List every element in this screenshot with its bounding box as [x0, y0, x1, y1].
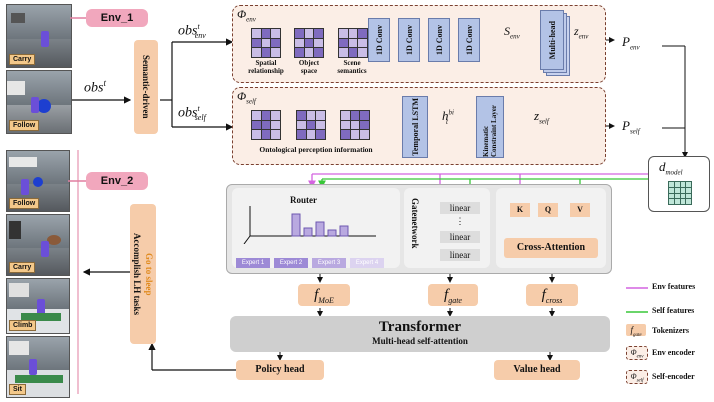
expert-3: Expert 3: [312, 258, 346, 268]
go-to-sleep-label: Go to sleep: [144, 252, 154, 296]
thumb-label: Sit: [9, 384, 26, 395]
legend-env-encoder: Env encoder: [652, 348, 695, 357]
kinematic-constraint-block: Kinematic Constraint Layer: [476, 96, 504, 158]
thumb-sit: Sit: [6, 336, 70, 398]
legend-self-encoder-swatch: Φself: [626, 370, 648, 384]
legend-env-features: Env features: [652, 282, 696, 291]
legend-tokenizers: Tokenizers: [652, 326, 690, 335]
semantic-driven-block: Semantic-driven: [134, 40, 158, 134]
thumb-label: Carry: [9, 262, 36, 273]
z-env-label: zenv: [574, 24, 589, 41]
f-cross-tokenizer: fcross: [526, 284, 578, 306]
thumb-label: Follow: [9, 120, 40, 131]
expert-1: Expert 1: [236, 258, 270, 268]
legend-self-encoder: Self-encoder: [652, 372, 695, 381]
env-2-label: Env_2: [86, 172, 148, 190]
f-moe-tokenizer: fMoE: [298, 284, 350, 306]
legend-self-features: Self features: [652, 306, 695, 315]
accomplish-label: Accomplish LH tasks: [132, 232, 142, 315]
conv-block: 1D Conv: [458, 18, 480, 62]
cross-attention-box: Cross-Attention: [504, 238, 598, 258]
policy-head: Policy head: [236, 360, 324, 380]
phi-env-label: Φenv: [237, 7, 256, 24]
scene-grid-icon: [338, 28, 368, 58]
router-label: Router: [290, 195, 317, 205]
self-grid-icon: [296, 110, 326, 140]
transformer-subtitle: Multi-head self-attention: [372, 336, 468, 346]
grid-caption: Spatial relationship: [248, 59, 284, 75]
obs-env-label: obstenv: [178, 22, 206, 41]
expert-2: Expert 2: [274, 258, 308, 268]
thumb-label: Carry: [9, 54, 36, 65]
multi-head-stack: Multi-head: [540, 10, 570, 76]
linear-item: linear: [440, 231, 480, 243]
self-grid-icon: [340, 110, 370, 140]
thumb-follow-2: Follow: [6, 150, 70, 212]
conv-block: 1D Conv: [428, 18, 450, 62]
f-gate-tokenizer: fgate: [428, 284, 478, 306]
legend-env-encoder-swatch: Φenv: [626, 346, 648, 360]
legend-tokenizer-swatch: fgate: [626, 324, 646, 338]
p-env-label: Penv: [622, 34, 640, 52]
expert-4: Expert 4: [350, 258, 384, 268]
obs-t-label: obst: [84, 78, 106, 96]
k-box: K: [510, 203, 530, 217]
self-grid-caption: Ontological perception information: [259, 145, 373, 154]
p-self-label: Pself: [622, 118, 640, 136]
phi-self-label: Φself: [237, 89, 256, 106]
linear-item: linear: [440, 249, 480, 261]
gatenetwork-label: Gatenetwork: [410, 198, 420, 249]
object-grid-icon: [294, 28, 324, 58]
transformer-title: Transformer: [378, 319, 462, 335]
thumb-carry-2: Carry: [6, 214, 70, 276]
router-chart: [243, 206, 376, 244]
s-env-label: Senv: [504, 24, 520, 41]
conv-block: 1D Conv: [398, 18, 420, 62]
thumb-follow: Follow: [6, 70, 72, 134]
thumb-label: Follow: [9, 198, 40, 209]
temporal-lstm-block: Temporal LSTM: [402, 96, 428, 158]
grid-caption: Scene semantics: [337, 59, 367, 75]
conv-block: 1D Conv: [368, 18, 390, 62]
h-bi-label: hbit: [442, 108, 454, 126]
linear-item: linear: [440, 202, 480, 214]
d-model-label: dmodel: [659, 159, 683, 177]
transformer-block: Transformer Multi-head self-attention: [230, 316, 610, 352]
accomplish-block: Accomplish LH tasks Go to sleep: [130, 204, 156, 344]
d-model-box: dmodel: [648, 156, 710, 212]
thumb-label: Climb: [9, 320, 37, 331]
env-1-label: Env_1: [86, 9, 148, 27]
q-box: Q: [538, 203, 558, 217]
self-grid-icon: [251, 110, 281, 140]
thumb-carry: Carry: [6, 4, 72, 68]
obs-self-label: obstself: [178, 104, 206, 123]
thumb-climb: Climb: [6, 278, 70, 334]
v-box: V: [570, 203, 590, 217]
grid-caption: Object space: [298, 59, 320, 75]
z-self-label: zself: [534, 108, 549, 126]
value-head: Value head: [494, 360, 580, 380]
spatial-grid-icon: [251, 28, 281, 58]
linear-ellipsis: ⋮: [455, 216, 465, 226]
d-model-grid-icon: [668, 181, 692, 205]
